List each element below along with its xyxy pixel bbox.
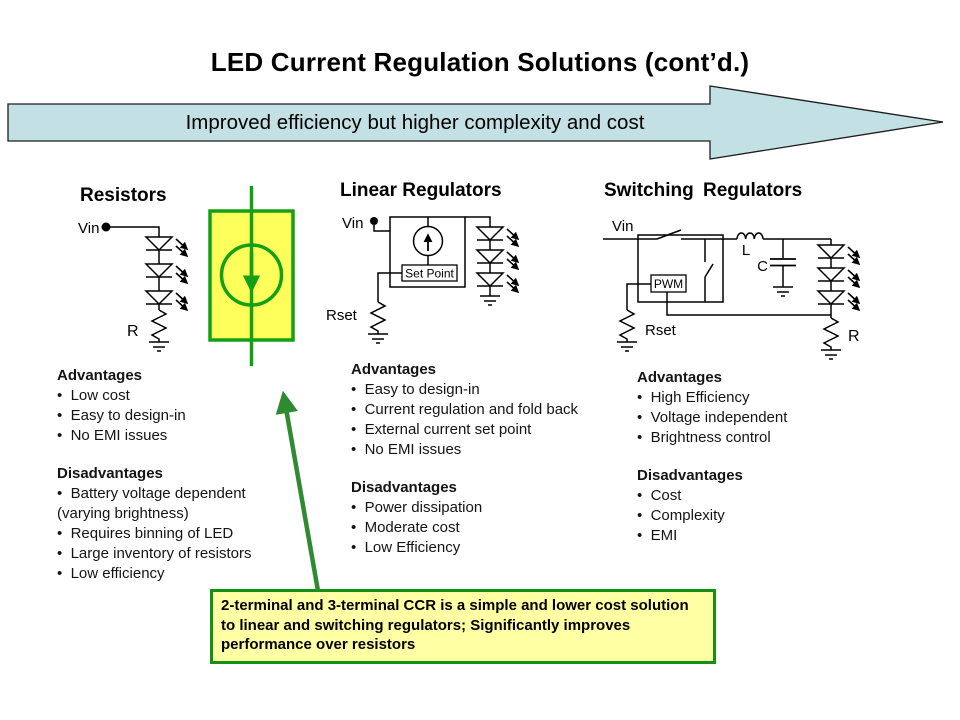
inductor-label: L: [742, 242, 750, 259]
led-emission-arrows: [175, 238, 189, 312]
disadvantages-heading: Disadvantages: [637, 467, 743, 484]
ground-symbol: [480, 295, 500, 306]
ccr-callout-box: 2-terminal and 3-terminal CCR is a simpl…: [210, 589, 716, 664]
resistor-symbol: [369, 301, 387, 334]
heading-switching-regulators: Switching Regulators: [604, 180, 803, 201]
list-item: No EMI issues: [57, 426, 293, 446]
switching-pros-cons: Advantages High Efficiency Voltage indep…: [637, 368, 857, 546]
list-item: Easy to design-in: [57, 406, 293, 426]
resistor-symbol: [822, 317, 840, 350]
banner-arrow-shape: [7, 85, 944, 160]
resistor-symbol: [150, 309, 168, 342]
heading-linear-regulators: Linear Regulators: [340, 180, 502, 201]
resistors-pros-cons: Advantages Low cost Easy to design-in No…: [57, 366, 293, 584]
ground-symbol: [368, 333, 388, 344]
list-item: Low Efficiency: [351, 538, 589, 558]
set-point-label: Set Point: [405, 267, 454, 281]
list-item: External current set point: [351, 420, 589, 440]
led-string: [144, 236, 174, 310]
list-item: Low efficiency: [57, 564, 293, 584]
regulator-box: [389, 216, 466, 288]
disadvantages-heading: Disadvantages: [351, 479, 457, 496]
banner-label: Improved efficiency but higher complexit…: [186, 111, 645, 134]
ground-symbol: [617, 341, 637, 352]
current-source-icon: [412, 225, 444, 257]
switching-circuit: Vin PWM Rset L: [603, 218, 861, 360]
list-item: Easy to design-in: [351, 380, 589, 400]
advantages-heading: Advantages: [57, 367, 143, 384]
wire: [106, 226, 160, 237]
list-item: Current regulation and fold back: [351, 400, 589, 420]
rset-label: Rset: [326, 307, 358, 324]
regulator-box: [637, 234, 724, 303]
switch-symbol: [704, 239, 714, 302]
disadvantages-heading: Disadvantages: [57, 465, 163, 482]
vin-label: Vin: [342, 215, 363, 232]
pwm-label: PWM: [654, 277, 683, 291]
r-label: R: [848, 328, 860, 345]
node-dot: [370, 217, 378, 225]
led-emission-arrows: [847, 246, 861, 312]
rset-label: Rset: [645, 322, 677, 339]
wire: [666, 292, 831, 316]
set-point-box: [401, 264, 458, 282]
list-item: EMI: [637, 526, 857, 546]
list-item: Brightness control: [637, 428, 857, 448]
wire: [465, 216, 491, 227]
led-string: [816, 239, 846, 318]
wire: [626, 283, 651, 310]
list-item: High Efficiency: [637, 388, 857, 408]
vin-label: Vin: [78, 220, 99, 237]
vin-label: Vin: [612, 218, 633, 235]
banner-arrow: Improved efficiency but higher complexit…: [7, 85, 944, 160]
list-item: Large inventory of resistors: [57, 544, 293, 564]
list-item: Voltage independent: [637, 408, 857, 428]
led-string: [475, 226, 505, 296]
list-item: Moderate cost: [351, 518, 589, 538]
advantages-heading: Advantages: [351, 361, 437, 378]
advantages-heading: Advantages: [637, 369, 723, 386]
page-title: LED Current Regulation Solutions (cont’d…: [210, 47, 750, 77]
current-source-icon: [219, 243, 284, 307]
list-item: Cost: [637, 486, 857, 506]
capacitor-label: C: [757, 258, 768, 275]
list-item: Requires binning of LED: [57, 524, 293, 544]
ground-symbol: [149, 341, 169, 352]
list-item: Complexity: [637, 506, 857, 526]
linear-pros-cons: Advantages Easy to design-in Current reg…: [351, 360, 589, 558]
pwm-box: [650, 274, 687, 293]
ground-symbol: [821, 349, 841, 360]
wire: [373, 225, 390, 232]
ccr-box: [208, 186, 295, 366]
capacitor-symbol: [770, 239, 796, 297]
heading-resistors: Resistors: [80, 185, 167, 206]
list-item: Power dissipation: [351, 498, 589, 518]
r-label: R: [127, 323, 139, 340]
list-item: Battery voltage dependent (varying brigh…: [57, 484, 293, 524]
switch-symbol: [656, 229, 682, 240]
list-item: No EMI issues: [351, 440, 589, 460]
inductor-symbol: [736, 232, 764, 240]
led-emission-arrows: [506, 228, 520, 294]
node-dot: [101, 222, 111, 232]
list-item: Low cost: [57, 386, 293, 406]
ccr-box-rect: [208, 209, 295, 342]
wire: [377, 272, 402, 302]
resistor-symbol: [618, 309, 636, 342]
linear-circuit: Vin Set Point Rset: [326, 215, 520, 344]
resistors-circuit: Vin: [78, 220, 189, 352]
